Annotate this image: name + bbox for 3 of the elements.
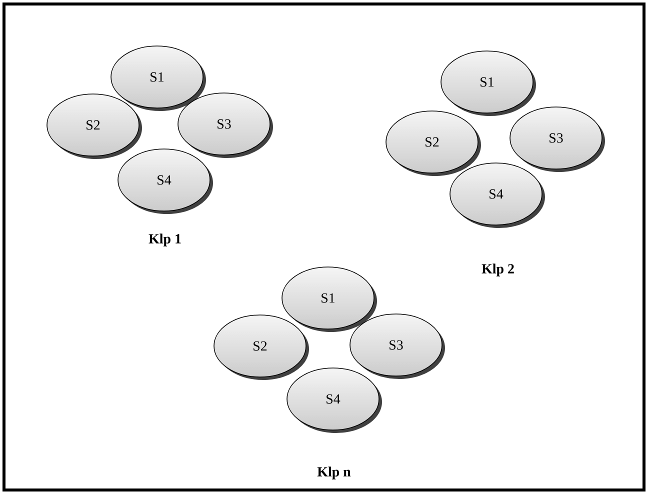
group-label: Klp n: [317, 466, 351, 480]
group-label: Klp 2: [482, 264, 514, 276]
group-label: Klp 1: [148, 234, 181, 246]
